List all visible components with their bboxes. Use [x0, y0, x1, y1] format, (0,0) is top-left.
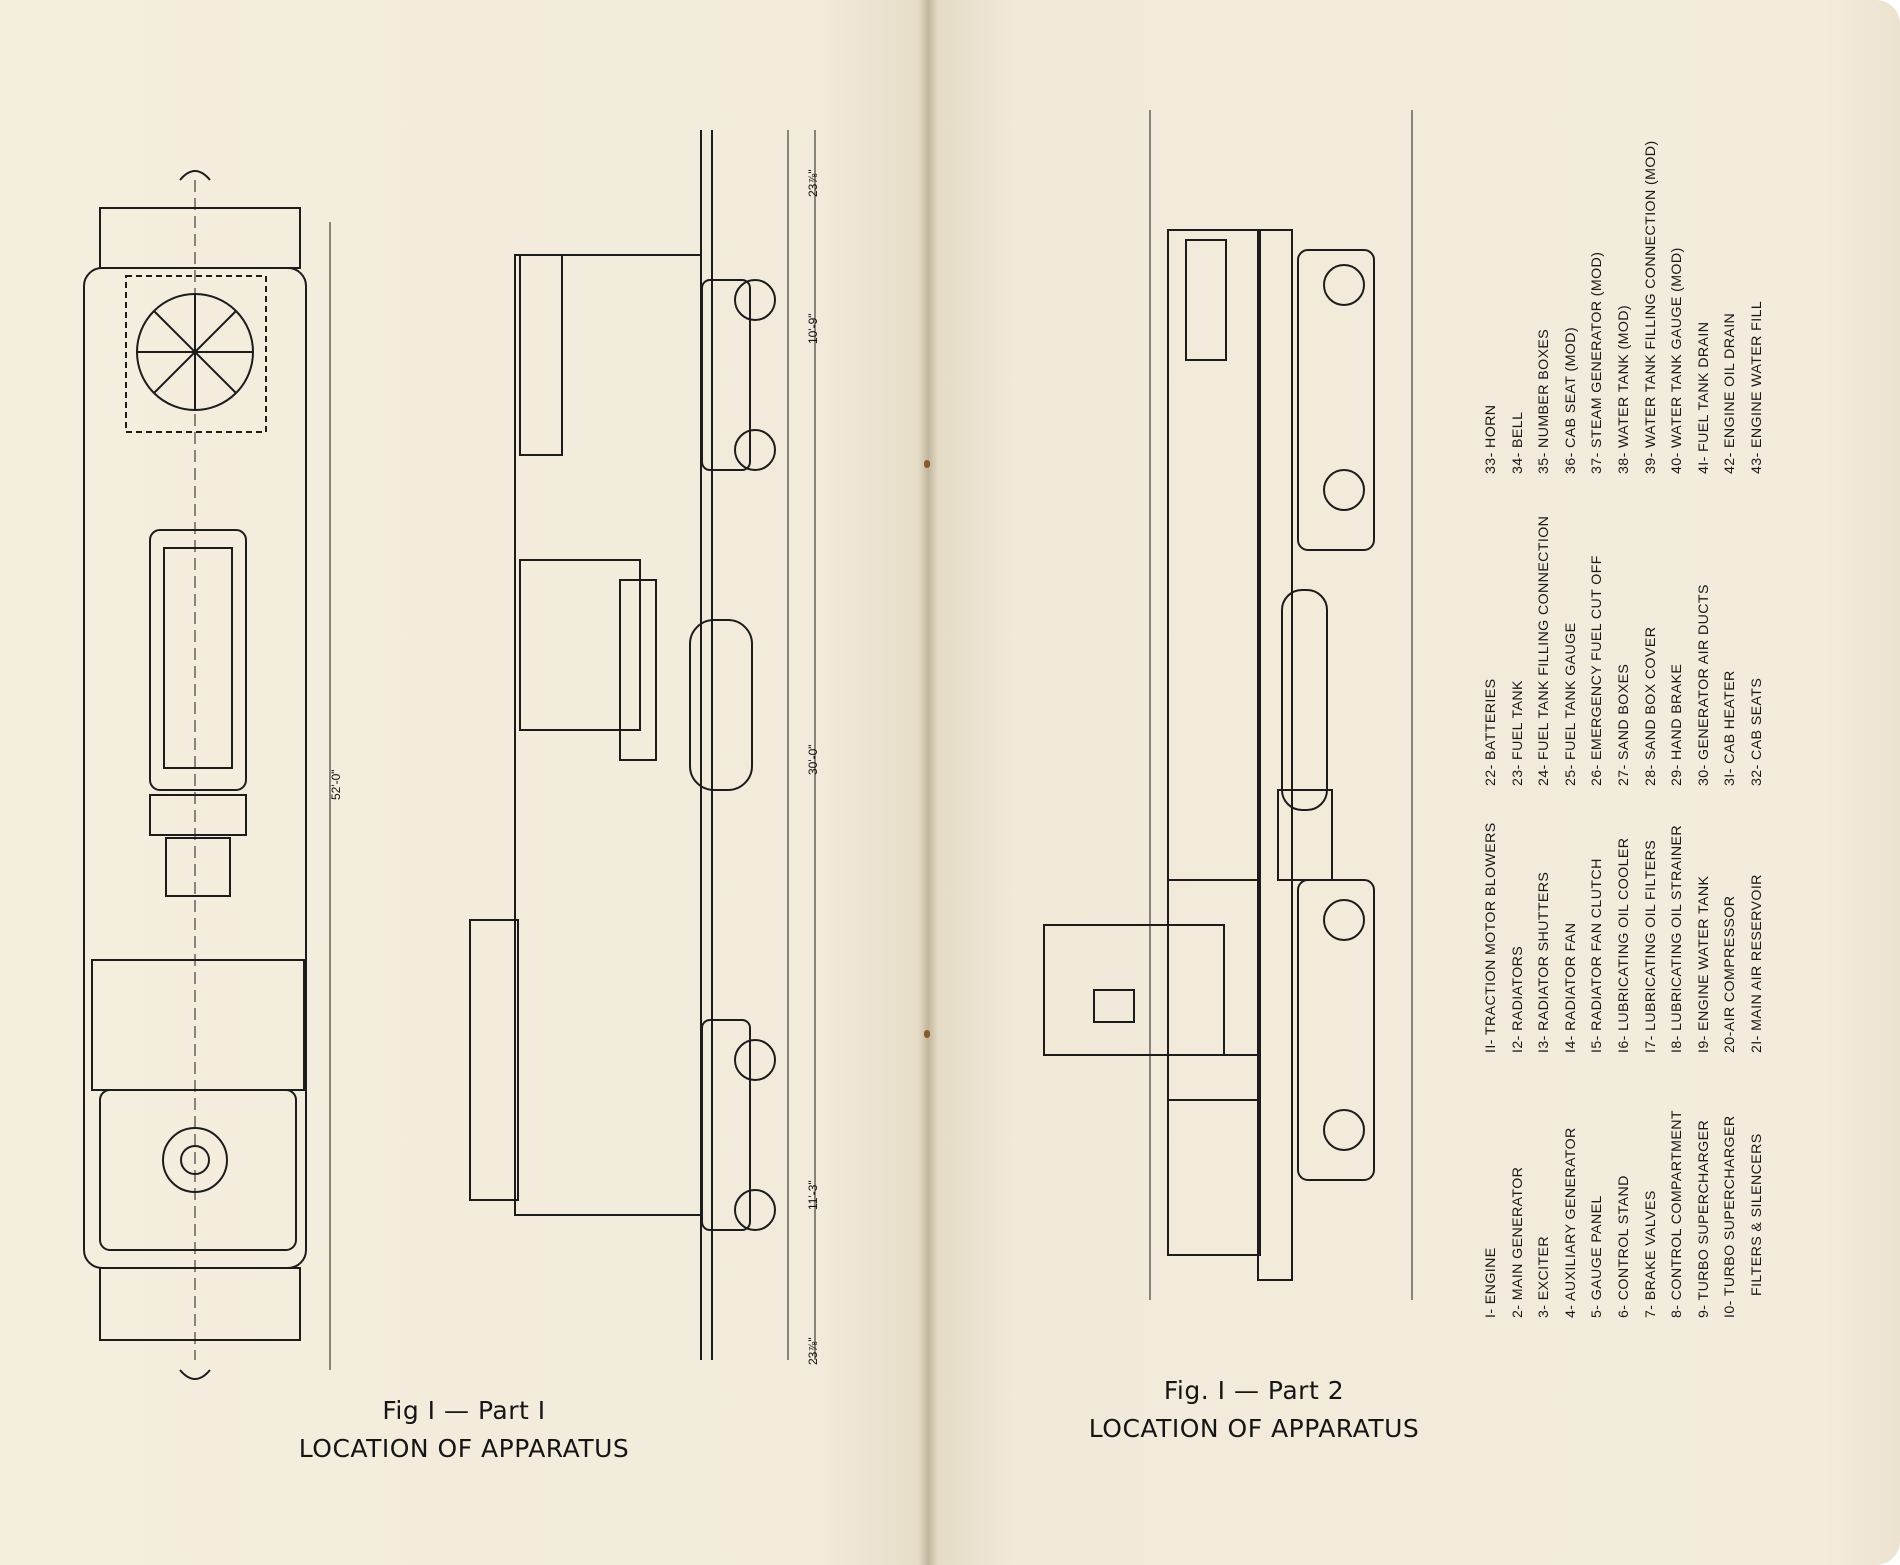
right-caption-fig: Fig. I — Part 2: [1163, 1376, 1345, 1405]
side-elevation-drawing: [469, 130, 816, 1360]
dim-coupler-top: 23⅞": [806, 169, 820, 197]
locomotive-side-view: [1043, 110, 1413, 1300]
left-page-drawings: [83, 130, 816, 1380]
dim-rear-overhang: 11'-3": [806, 1180, 820, 1210]
left-caption-title: LOCATION OF APPARATUS: [298, 1434, 630, 1463]
dim-truck-centers: 30'-0": [806, 744, 820, 775]
right-page: Fig. I — Part 2 LOCATION OF APPARATUS: [928, 0, 1900, 1565]
right-page-drawing: [1043, 110, 1413, 1300]
dim-coupler-bottom: 23⅞": [806, 1337, 820, 1365]
right-caption-title: LOCATION OF APPARATUS: [1088, 1414, 1420, 1443]
plan-view-drawing: [83, 170, 331, 1380]
dim-overall-length: 52'-0": [329, 769, 343, 800]
left-caption-fig: Fig I — Part I: [382, 1396, 546, 1425]
dim-front-overhang: 10'-9": [806, 313, 820, 344]
left-page: 52'-0" 30'-0" 10'-9" 11'-3" 23⅞" 23⅞" Fi…: [0, 0, 928, 1565]
binding-stitch: [924, 460, 930, 468]
binding-stitch: [924, 1030, 930, 1038]
book-gutter: [918, 0, 938, 1565]
